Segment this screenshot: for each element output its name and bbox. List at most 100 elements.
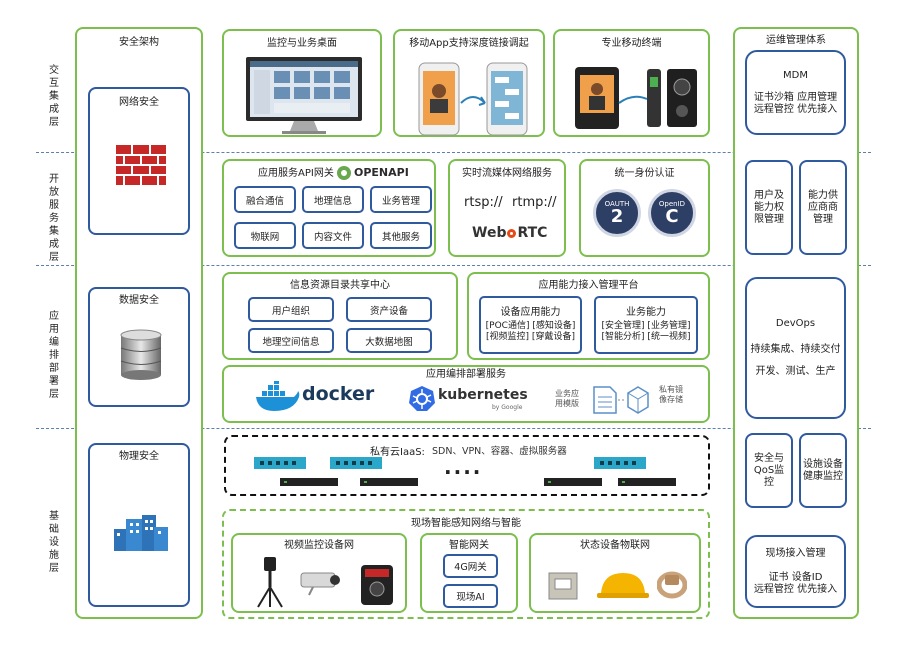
server-icon bbox=[544, 478, 602, 486]
openid-letter: C bbox=[665, 206, 679, 227]
private-registry-label: 私有镜像存储 bbox=[659, 385, 683, 404]
server-icon bbox=[280, 478, 338, 486]
catalog-item-user-org: 用户组织 bbox=[248, 297, 334, 322]
security-architecture-title: 安全架构 bbox=[119, 37, 159, 48]
iot-device-network-title: 状态设备物联网 bbox=[580, 540, 650, 551]
webrtc-logo-icon bbox=[507, 229, 517, 238]
server-icon bbox=[618, 478, 676, 486]
switch-icon bbox=[330, 457, 382, 469]
gateway-item-fusion-comm: 融合通信 bbox=[234, 186, 296, 213]
gateway-4g: 4G网关 bbox=[443, 554, 498, 578]
kubernetes-byline: by Google bbox=[492, 404, 523, 411]
catalog-item-bigdata-map: 大数据地图 bbox=[346, 328, 432, 353]
devops-card: DevOps 持续集成、持续交付 开发、测试、生产 bbox=[745, 277, 846, 419]
more-servers-ellipsis: .... bbox=[444, 455, 483, 479]
mobile-app-title: 移动App支持深度链接调起 bbox=[409, 38, 529, 49]
network-security-label: 网络安全 bbox=[119, 97, 159, 108]
supplier-management-card: 能力供应商商管理 bbox=[799, 160, 847, 255]
sensor-box-icon bbox=[548, 572, 578, 600]
template-registry-icon bbox=[593, 386, 649, 414]
terminal-title: 专业移动终端 bbox=[601, 38, 662, 49]
deploy-service-title: 应用编排部署服务 bbox=[426, 369, 506, 380]
rugged-devices-icon bbox=[575, 67, 697, 129]
qos-monitor-label: 安全与QoS监控 bbox=[753, 452, 785, 488]
database-icon bbox=[120, 329, 162, 380]
biz-capability-line1: [安全管理] [业务管理] bbox=[601, 321, 691, 331]
mdm-line1: 证书沙箱 应用管理 bbox=[753, 91, 838, 103]
resource-catalog-title: 信息资源目录共享中心 bbox=[290, 280, 390, 291]
identity-auth-title: 统一身份认证 bbox=[614, 168, 675, 179]
field-sensing-title: 现场智能感知网络与智能 bbox=[411, 518, 521, 529]
streaming-title: 实时流媒体网络服务 bbox=[462, 168, 552, 179]
devops-line2: 开发、测试、生产 bbox=[755, 366, 836, 377]
video-device-network-card: 视频监控设备网 bbox=[231, 533, 407, 613]
physical-security-card: 物理安全 bbox=[88, 443, 190, 607]
permission-management-card: 用户及能力权限管理 bbox=[745, 160, 793, 255]
operations-title: 运维管理体系 bbox=[766, 35, 826, 46]
gateway-field-ai: 现场AI bbox=[443, 584, 498, 608]
desktop-card: 监控与业务桌面 bbox=[222, 29, 382, 137]
openid-text: OpenID bbox=[658, 200, 686, 208]
catalog-item-geospatial: 地理空间信息 bbox=[248, 328, 334, 353]
layer-label-infrastructure: 基础设施层 bbox=[49, 511, 59, 574]
gateway-item-content: 内容文件 bbox=[302, 222, 364, 249]
capability-platform-title: 应用能力接入管理平台 bbox=[538, 280, 639, 291]
api-gateway-title: 应用服务API网关 bbox=[258, 168, 334, 179]
smartphones-icon bbox=[418, 62, 528, 136]
supplier-management-label: 能力供应商商管理 bbox=[808, 189, 838, 225]
smart-band-icon bbox=[657, 571, 687, 599]
oauth-text: OAUTH bbox=[604, 200, 630, 208]
terminal-card: 专业移动终端 bbox=[553, 29, 710, 137]
mdm-line2: 远程管控 优先接入 bbox=[753, 103, 838, 115]
buildings-icon bbox=[114, 515, 168, 551]
physical-security-label: 物理安全 bbox=[119, 451, 159, 462]
layer-label-open-services: 开放服务集成层 bbox=[49, 174, 59, 263]
oauth-icon: OAUTH 2 bbox=[593, 189, 641, 237]
biz-capability-card: 业务能力 [安全管理] [业务管理] [智能分析] [统一视频] bbox=[594, 296, 698, 354]
docker-whale-icon bbox=[256, 381, 300, 411]
safety-helmet-icon bbox=[597, 573, 649, 598]
switch-icon bbox=[254, 457, 306, 469]
field-sensing-panel: 现场智能感知网络与智能 bbox=[222, 509, 710, 619]
device-capability-title: 设备应用能力 bbox=[500, 307, 561, 318]
network-security-card: 网络安全 bbox=[88, 87, 190, 235]
openapi-logo-text: OPENAPI bbox=[354, 166, 409, 179]
mobile-app-card: 移动App支持深度链接调起 bbox=[393, 29, 545, 137]
docker-logo-text: docker bbox=[302, 383, 375, 405]
app-template-label: 业务应用模版 bbox=[555, 389, 579, 408]
tripod-camera-icon bbox=[257, 557, 283, 608]
firewall-icon bbox=[116, 145, 166, 185]
device-capability-line2: [视频监控] [穿戴设备] bbox=[486, 332, 575, 342]
device-capability-card: 设备应用能力 [POC通信] [感知设备] [视频监控] [穿戴设备] bbox=[479, 296, 582, 354]
identity-auth-card: 统一身份认证 OAUTH 2 OpenID C bbox=[579, 159, 710, 257]
layer-separator bbox=[36, 428, 871, 429]
qos-monitor-card: 安全与QoS监控 bbox=[745, 433, 793, 508]
field-access-title: 现场接入管理 bbox=[765, 547, 826, 559]
oauth-number: 2 bbox=[610, 206, 624, 227]
webrtc-suffix: RTC bbox=[517, 225, 548, 241]
deploy-service-card: 应用编排部署服务 docker kubernetes by Google 业务应… bbox=[222, 365, 710, 423]
device-capability-line1: [POC通信] [感知设备] bbox=[485, 321, 576, 331]
cctv-camera-icon bbox=[300, 572, 340, 596]
catalog-item-assets: 资产设备 bbox=[346, 297, 432, 322]
layer-label-interaction: 交互集成层 bbox=[49, 65, 59, 128]
field-access-card: 现场接入管理 证书 设备ID 远程管控 优先接入 bbox=[745, 535, 846, 608]
health-monitor-label: 设施设备健康监控 bbox=[803, 458, 843, 482]
layer-separator bbox=[36, 152, 871, 153]
gateway-item-iot: 物联网 bbox=[234, 222, 296, 249]
smart-gateway-title: 智能网关 bbox=[449, 540, 489, 551]
mdm-card: MDM 证书沙箱 应用管理 远程管控 优先接入 bbox=[745, 50, 846, 135]
biz-capability-title: 业务能力 bbox=[626, 307, 666, 318]
permission-management-label: 用户及能力权限管理 bbox=[754, 189, 784, 225]
iaas-description: SDN、VPN、容器、虚拟服务器 bbox=[432, 446, 567, 457]
private-cloud-iaas-panel: 私有云IaaS: SDN、VPN、容器、虚拟服务器 .... bbox=[224, 435, 710, 496]
data-security-card: 数据安全 bbox=[88, 287, 190, 407]
biz-capability-line2: [智能分析] [统一视频] bbox=[601, 332, 691, 342]
gateway-item-geo-info: 地理信息 bbox=[302, 186, 364, 213]
server-icon bbox=[360, 478, 418, 486]
devops-title: DevOps bbox=[775, 318, 816, 329]
iot-device-network-card: 状态设备物联网 bbox=[529, 533, 701, 613]
gateway-item-other: 其他服务 bbox=[370, 222, 432, 249]
